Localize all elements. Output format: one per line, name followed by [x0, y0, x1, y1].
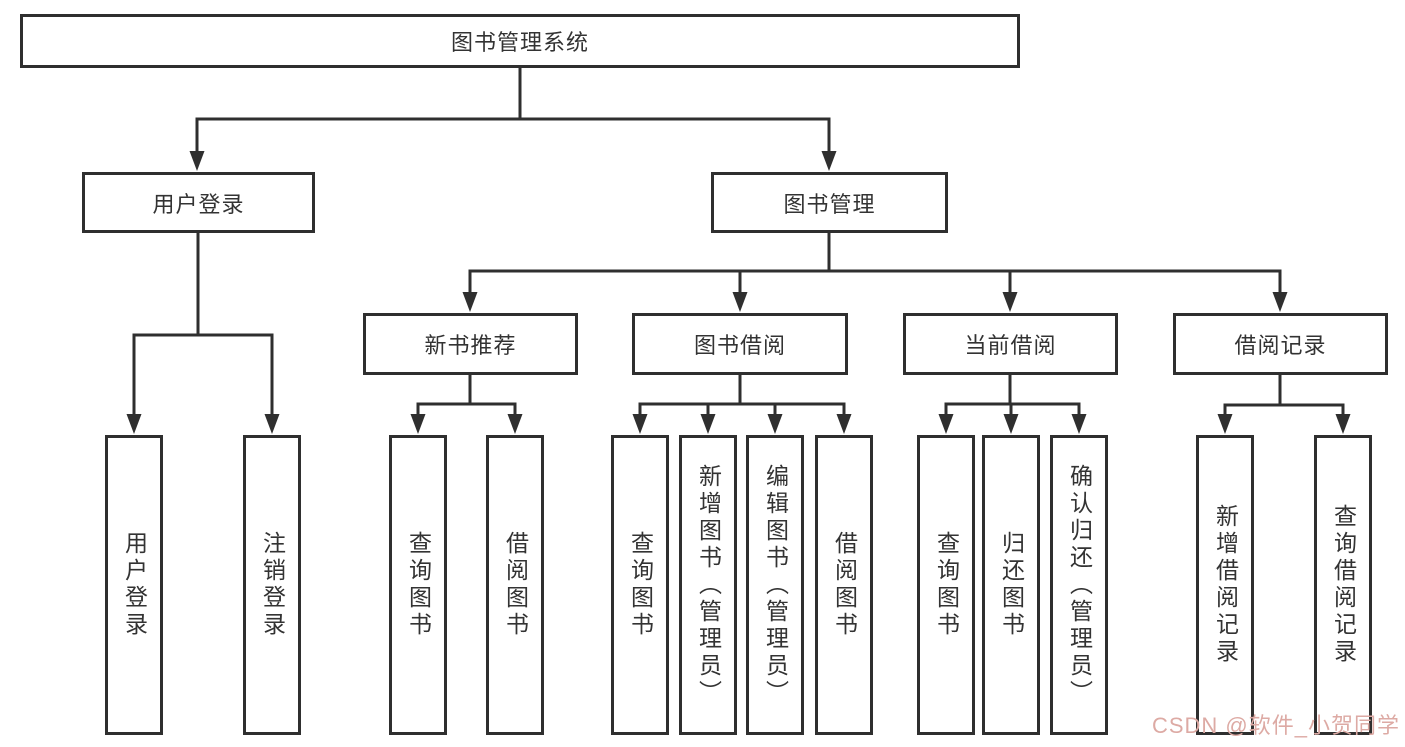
- node-leaf-query-books-recommend: 查询图书: [389, 435, 447, 735]
- arrowhead: [700, 414, 716, 434]
- arrowhead: [462, 292, 478, 312]
- arrowhead: [126, 414, 142, 434]
- node-leaf-edit-books-admin: 编辑图书（管理员）: [746, 435, 804, 735]
- arrowhead: [1217, 414, 1233, 434]
- node-leaf-query-books-current: 查询图书: [917, 435, 975, 735]
- node-new-book-recommendation: 新书推荐: [363, 313, 578, 375]
- arrowhead: [264, 414, 280, 434]
- arrowhead: [1071, 414, 1087, 434]
- node-leaf-return-books: 归还图书: [982, 435, 1040, 735]
- arrowhead: [836, 414, 852, 434]
- arrowhead: [1272, 292, 1288, 312]
- arrowhead: [821, 151, 837, 171]
- node-leaf-borrow-books-recommend: 借阅图书: [486, 435, 544, 735]
- node-leaf-add-borrow-record: 新增借阅记录: [1196, 435, 1254, 735]
- arrowhead: [189, 151, 205, 171]
- arrowhead: [767, 414, 783, 434]
- arrowhead: [507, 414, 523, 434]
- arrowhead: [732, 292, 748, 312]
- arrowhead: [1335, 414, 1351, 434]
- arrowhead: [410, 414, 426, 434]
- node-leaf-confirm-return-admin: 确认归还（管理员）: [1050, 435, 1108, 735]
- node-borrowing-records: 借阅记录: [1173, 313, 1388, 375]
- watermark-text: CSDN @软件_小贺同学: [1151, 713, 1400, 738]
- arrowhead: [938, 414, 954, 434]
- node-leaf-user-login: 用户登录: [105, 435, 163, 735]
- node-book-management: 图书管理: [711, 172, 948, 233]
- node-user-login: 用户登录: [82, 172, 315, 233]
- node-library-system: 图书管理系统: [20, 14, 1020, 68]
- node-leaf-add-books-admin: 新增图书（管理员）: [679, 435, 737, 735]
- node-leaf-query-books-borrow: 查询图书: [611, 435, 669, 735]
- arrowhead: [632, 414, 648, 434]
- node-leaf-query-borrow-record: 查询借阅记录: [1314, 435, 1372, 735]
- node-leaf-borrow-books: 借阅图书: [815, 435, 873, 735]
- node-leaf-logout: 注销登录: [243, 435, 301, 735]
- arrowhead: [1002, 292, 1018, 312]
- node-current-borrowing: 当前借阅: [903, 313, 1118, 375]
- node-book-borrowing: 图书借阅: [632, 313, 848, 375]
- arrowhead: [1003, 414, 1019, 434]
